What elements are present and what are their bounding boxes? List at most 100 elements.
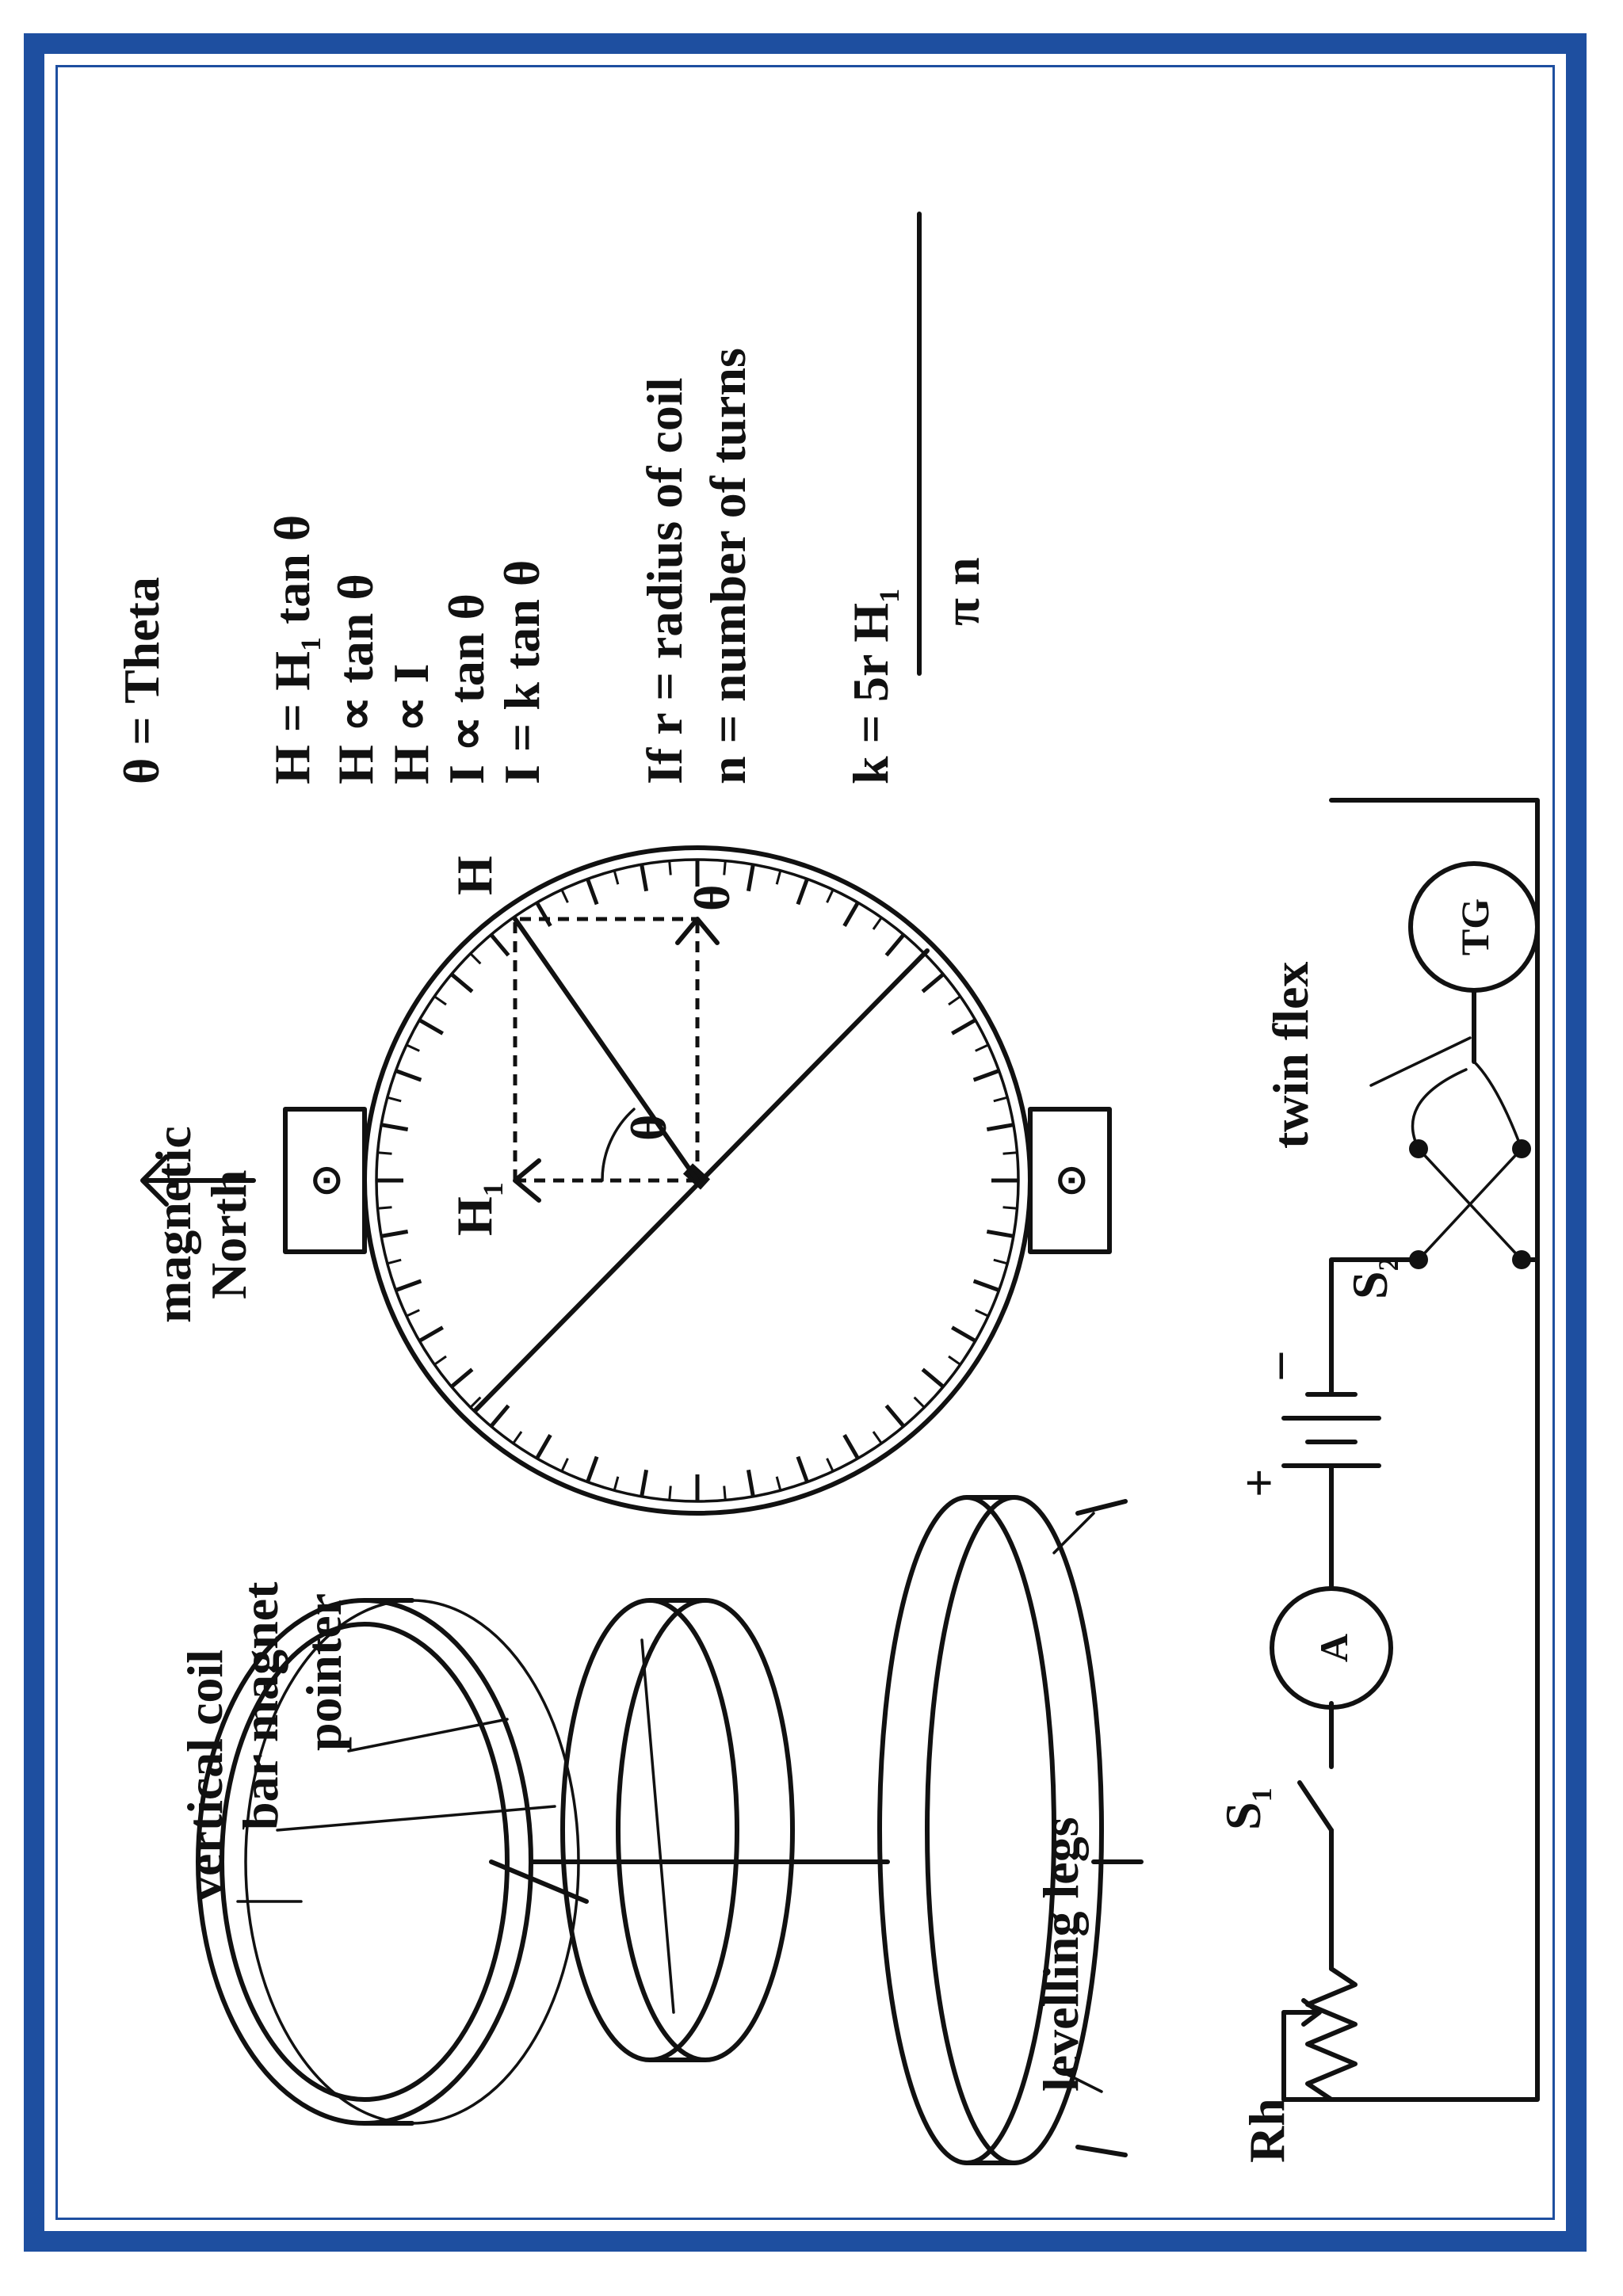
compass-box-bottom bbox=[616, 1598, 795, 2062]
dial-tick bbox=[535, 902, 552, 927]
h1-label: H1 bbox=[446, 1182, 509, 1236]
tg-label: TG bbox=[1453, 898, 1497, 955]
dial-tick bbox=[884, 933, 906, 957]
formula-h-prop-i: H ∝ I bbox=[383, 664, 439, 784]
terminal-top-icon: ⊙ bbox=[304, 1164, 348, 1197]
dial-tick bbox=[395, 1279, 422, 1292]
base-side bbox=[964, 1495, 1017, 2165]
dial-tick bbox=[872, 1431, 883, 1444]
dial-tick bbox=[746, 1469, 755, 1497]
rheostat bbox=[1305, 1966, 1358, 2102]
condition-turns: n = number of turns bbox=[700, 348, 756, 784]
dial-tick bbox=[975, 1309, 989, 1318]
dial-tick bbox=[872, 917, 883, 930]
s1-label: S1 bbox=[1215, 1787, 1277, 1830]
dial-tick bbox=[418, 1325, 444, 1343]
condition-radius: If r = radius of coil bbox=[636, 378, 693, 785]
rh-label: Rh bbox=[1239, 2098, 1295, 2163]
dial-tick bbox=[560, 1458, 569, 1472]
dial-tick bbox=[972, 1279, 1000, 1292]
dial-tick bbox=[921, 1367, 945, 1389]
legs-leader-left bbox=[1052, 2066, 1103, 2093]
battery bbox=[1281, 1392, 1381, 1468]
levelling-legs-label: levelling legs bbox=[1033, 1817, 1089, 2092]
dial-tick bbox=[826, 1458, 834, 1472]
dial-tick bbox=[406, 1309, 420, 1318]
dial-tick bbox=[613, 1476, 620, 1491]
dial-tick bbox=[469, 1396, 482, 1409]
ammeter-label: A bbox=[1312, 1634, 1356, 1662]
resultant-box bbox=[513, 917, 697, 1180]
bar-magnet-leader bbox=[276, 1805, 556, 1832]
dial-tick bbox=[535, 1434, 552, 1459]
dial-tick bbox=[796, 1455, 809, 1483]
dial-tick bbox=[913, 1396, 926, 1409]
inner-border bbox=[55, 65, 1555, 2220]
dial-tick bbox=[948, 995, 961, 1006]
dial-tick bbox=[377, 1206, 392, 1210]
dial-tick bbox=[469, 952, 482, 965]
dial-tick bbox=[489, 1404, 510, 1428]
dial-tick bbox=[560, 889, 569, 903]
dial-tick bbox=[433, 1355, 447, 1366]
dial-tick bbox=[975, 1043, 989, 1052]
battery-plus: + bbox=[1231, 1469, 1287, 1497]
dial-tick bbox=[948, 1355, 961, 1366]
dial-tick bbox=[951, 1325, 976, 1343]
k-numerator: k = 5r H1 bbox=[842, 589, 905, 784]
resultant-vector bbox=[513, 917, 700, 1183]
dial-tick bbox=[668, 1486, 672, 1501]
dial-tick bbox=[387, 1096, 402, 1103]
compass-dial: ⊙ ⊙ magnetic North H1 H θ θ bbox=[140, 845, 1112, 1516]
reversing-key-s2 bbox=[1409, 1139, 1540, 1269]
dial-tick bbox=[986, 1123, 1014, 1132]
levelling-legs bbox=[1075, 1499, 1144, 2157]
dial-tick bbox=[951, 1018, 976, 1035]
dial-tick bbox=[921, 972, 945, 994]
formula-h-eq: H = H1 tan θ bbox=[264, 515, 327, 784]
rheostat-slider bbox=[1281, 1998, 1322, 2027]
dial-tick bbox=[842, 902, 860, 927]
formula-i-eq: I = k tan θ bbox=[494, 560, 550, 784]
circuit-bottom-wire bbox=[1329, 798, 1540, 2102]
battery-minus: _ bbox=[1231, 1352, 1287, 1379]
dial-tick bbox=[380, 1123, 409, 1132]
base-top bbox=[877, 1495, 1056, 2165]
dial-tick bbox=[986, 1229, 1014, 1238]
dial-tick bbox=[993, 1096, 1008, 1103]
dial-tick bbox=[406, 1043, 420, 1052]
north-arrow bbox=[140, 1154, 256, 1207]
legs-leader-right bbox=[1052, 1512, 1095, 1554]
twin-flex-label: twin flex bbox=[1262, 962, 1319, 1149]
coil-thickness bbox=[362, 1598, 414, 2126]
terminal-bottom bbox=[1028, 1107, 1112, 1254]
formula-i-prop-tan: I ∝ tan θ bbox=[438, 593, 495, 784]
dial-tick bbox=[723, 860, 727, 875]
s2-cross-links bbox=[1417, 1147, 1523, 1261]
north-label-line2: North bbox=[200, 1169, 257, 1299]
dial-tick bbox=[972, 1069, 1000, 1082]
pointer-leader bbox=[347, 1718, 509, 1753]
wire-to-s2 bbox=[1329, 1257, 1413, 1397]
dial-tick bbox=[775, 1476, 782, 1491]
vertical-coil-inner bbox=[220, 1622, 510, 2102]
compass-box-top bbox=[560, 1598, 739, 2062]
dial-tick bbox=[418, 1018, 444, 1035]
dial-tick bbox=[1002, 1151, 1018, 1155]
rheostat-tap-wire bbox=[1281, 2010, 1334, 2102]
dial-tick bbox=[387, 1258, 402, 1265]
galvanometer-apparatus: vertical coil bar magnet pointer levelli… bbox=[177, 1495, 1144, 2165]
dial-tick bbox=[489, 933, 510, 957]
circuit-diagram: Rh S1 A + _ S2 twin flex TG bbox=[1215, 798, 1540, 2163]
s2-label: S2 bbox=[1342, 1257, 1404, 1299]
twin-flex-leader bbox=[1369, 1036, 1472, 1087]
dial-tick bbox=[826, 889, 834, 903]
dial-tick bbox=[380, 1229, 409, 1238]
h1-arrowhead bbox=[513, 1158, 541, 1203]
base-bottom bbox=[925, 1495, 1104, 2165]
k-denominator: π n bbox=[934, 557, 990, 626]
dial-tick bbox=[884, 1404, 906, 1428]
dial-tick bbox=[586, 878, 599, 906]
rotated-diagram: vertical coil bar magnet pointer levelli… bbox=[113, 212, 1540, 2165]
